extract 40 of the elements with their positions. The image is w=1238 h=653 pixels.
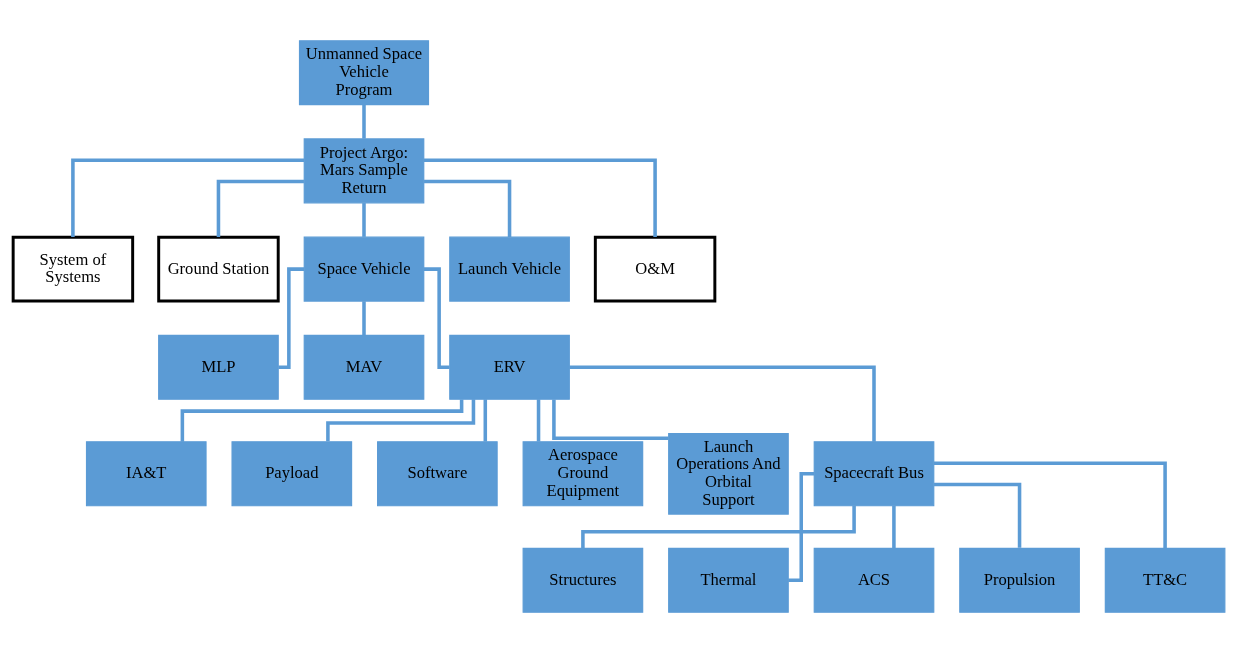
connector [278, 267, 305, 370]
node-box: Thermal [668, 547, 789, 613]
connector [892, 505, 896, 549]
node-box: IA&T [85, 441, 207, 507]
connector [362, 301, 366, 336]
node-box: Software [377, 441, 498, 507]
connector [934, 482, 1022, 548]
connector [424, 179, 512, 237]
node-box: Propulsion [959, 547, 1080, 613]
node-box: System of Systems [11, 235, 135, 303]
node-box: O&M [593, 235, 717, 303]
node-box: MLP [158, 334, 279, 400]
node-box: Space Vehicle [303, 236, 425, 302]
node-box: TT&C [1104, 547, 1226, 613]
connector [581, 505, 856, 549]
node-box: Spacecraft Bus [813, 441, 935, 507]
node-box: ACS [813, 547, 935, 613]
connector [362, 203, 366, 237]
connector [423, 158, 657, 238]
node-box: Unmanned Space Vehicle Program [298, 40, 430, 106]
connector [933, 461, 1167, 549]
node-box: Launch Operations And Orbital Support [668, 433, 789, 515]
connector [180, 399, 464, 442]
node-box: Payload [231, 441, 353, 507]
connector [552, 399, 669, 441]
connector [216, 179, 304, 237]
connector [569, 365, 876, 442]
connector [423, 267, 450, 370]
connector [788, 472, 815, 583]
node-box: Project Argo: Mars Sample Return [303, 138, 425, 204]
connector [362, 104, 366, 139]
connector [536, 399, 541, 442]
node-box: ERV [449, 334, 570, 400]
node-box: Launch Vehicle [449, 236, 570, 302]
connector [483, 399, 488, 442]
node-box: MAV [303, 334, 425, 400]
node-box: Ground Station [157, 235, 280, 303]
node-box: Aerospace Ground Equipment [522, 441, 644, 507]
node-box: Structures [522, 547, 644, 613]
connector [71, 158, 305, 238]
